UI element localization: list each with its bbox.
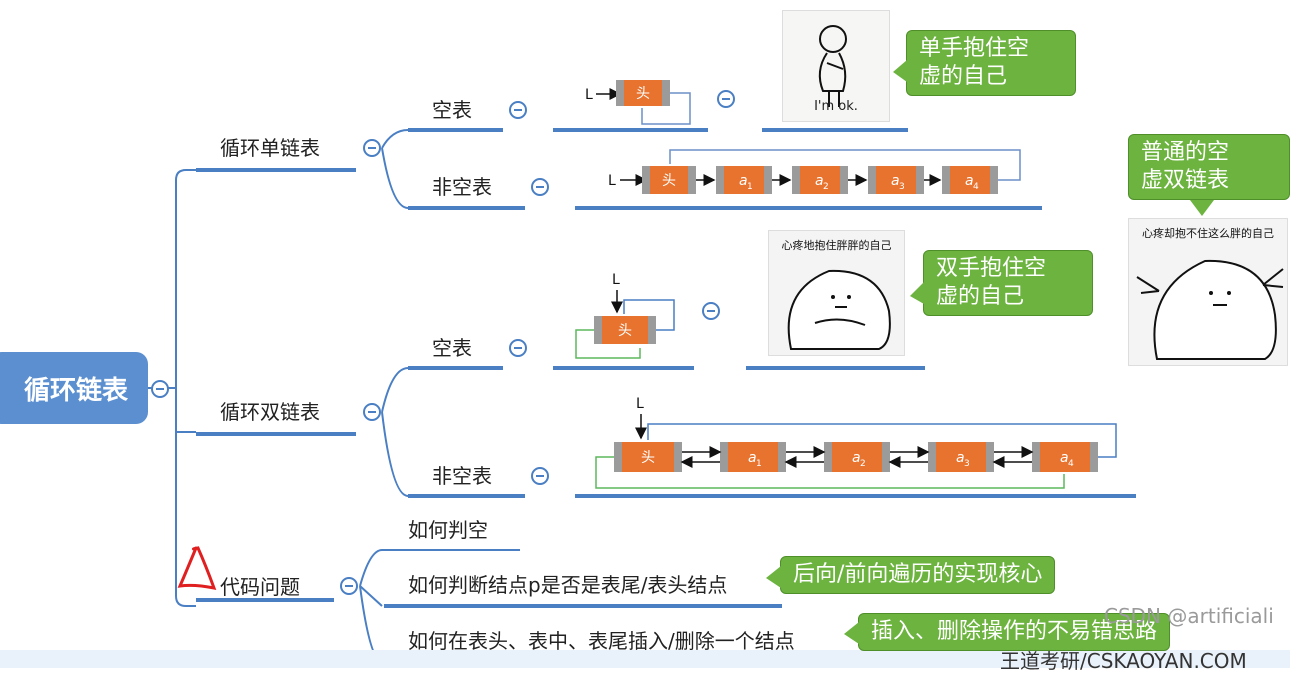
single-nonempty-node-1-subscript: 1 (747, 182, 753, 192)
double-empty-label[interactable]: 空表 (432, 336, 472, 360)
double-nonempty-node-4-subscript: 4 (1068, 459, 1074, 469)
bottom-band (0, 650, 1290, 668)
single-nonempty-node-3-subscript: 3 (899, 182, 905, 192)
single-nonempty-pointer-label: L (608, 173, 616, 189)
double-nonempty-node-3 (928, 442, 994, 472)
meme-ok-caption: I'm ok. (814, 99, 858, 114)
double-empty-prior-link (575, 329, 641, 359)
blob-cant-hug-icon (1136, 259, 1284, 360)
single-empty-head-node (616, 80, 670, 106)
root-label: 循环链表 (23, 375, 128, 406)
double-nonempty-node-4-label: a (1060, 450, 1069, 466)
code-to-item1 (359, 549, 520, 587)
double-nonempty-node-2-subscript: 2 (860, 459, 866, 469)
callout-double-empty: 双手抱住空 虚的自己 (923, 250, 1093, 316)
code-item-insert-delete[interactable]: 如何在表头、表中、表尾插入/删除一个结点 (408, 629, 795, 653)
callout-double-nonempty: 普通的空 虚双链表 (1128, 134, 1290, 200)
root-collapse-toggle[interactable] (151, 380, 169, 398)
red-pen-triangle-mark (177, 546, 217, 590)
double-to-nonempty (381, 411, 409, 497)
single-empty-toggle[interactable] (509, 101, 527, 119)
double-to-empty (381, 367, 409, 413)
watermark-site: 王道考研/CSKAOYAN.COM (1000, 649, 1247, 673)
branch-single-collapse-toggle[interactable] (363, 139, 381, 157)
double-nonempty-node-2 (824, 442, 890, 472)
single-nonempty-head-node (642, 166, 696, 194)
single-nonempty-circular-link (669, 149, 1021, 181)
single-nonempty-node-4-label: a (965, 173, 974, 189)
single-nonempty-node-2 (792, 166, 848, 194)
single-to-empty (381, 129, 409, 149)
meme-hug-caption: 心疼地抱住胖胖的自己 (781, 239, 892, 252)
blob-hug-icon (787, 269, 891, 350)
single-nonempty-node-2-subscript: 2 (823, 182, 829, 192)
double-empty-next-link (623, 299, 675, 331)
branch-single-circular-label[interactable]: 循环单链表 (220, 136, 320, 160)
code-item-tail-head-check[interactable]: 如何判断结点p是否是表尾/表头结点 (408, 573, 728, 597)
single-nonempty-node-4-subscript: 4 (973, 182, 979, 192)
double-nonempty-node-1 (720, 442, 786, 472)
single-nonempty-node-1 (716, 166, 772, 194)
single-nonempty-node-3 (868, 166, 924, 194)
double-nonempty-node-3-subscript: 3 (964, 459, 970, 469)
meme-im-ok-image: I'm ok. (782, 10, 890, 122)
double-empty-pointer-label: L (612, 272, 620, 288)
double-nonempty-node-4 (1032, 442, 1098, 472)
callout-single-empty: 单手抱住空 虚的自己 (906, 30, 1076, 96)
single-nonempty-node-3-label: a (891, 173, 900, 189)
single-empty-head-node-label: 头 (636, 86, 650, 102)
branch-double-circular-label[interactable]: 循环双链表 (220, 400, 320, 424)
single-nonempty-node-2-label: a (815, 173, 824, 189)
root-topic[interactable]: 循环链表 (0, 352, 148, 424)
single-nonempty-head-node-label: 头 (662, 173, 676, 189)
double-nonempty-toggle[interactable] (531, 467, 549, 485)
branch-code-label[interactable]: 代码问题 (220, 575, 300, 599)
code-item-empty-check[interactable]: 如何判空 (408, 518, 488, 542)
double-nonempty-node-1-subscript: 1 (756, 459, 762, 469)
double-nonempty-pointer-label: L (636, 396, 644, 412)
watermark-csdn: CSDN @artificiali (1104, 604, 1274, 628)
double-nonempty-label[interactable]: 非空表 (432, 464, 492, 488)
double-nonempty-circular-prior (595, 456, 1065, 489)
code-to-item2 (359, 585, 383, 607)
single-nonempty-label[interactable]: 非空表 (432, 175, 492, 199)
branch-double-collapse-toggle[interactable] (363, 403, 381, 421)
double-nonempty-node-3-label: a (956, 450, 965, 466)
single-empty-diagram-toggle[interactable] (717, 90, 735, 108)
callout-insert-delete: 插入、删除操作的不易错思路 (858, 613, 1171, 651)
double-empty-toggle[interactable] (509, 339, 527, 357)
trunk-line (175, 169, 196, 607)
meme-hug-image: 心疼地抱住胖胖的自己 (768, 230, 905, 356)
single-empty-pointer-label: L (585, 87, 593, 103)
single-nonempty-node-4 (942, 166, 998, 194)
meme-cant-hug-caption: 心疼却抱不住这么胖的自己 (1142, 227, 1274, 240)
double-empty-diagram-toggle[interactable] (702, 302, 720, 320)
double-nonempty-head-node-label: 头 (641, 450, 655, 466)
single-nonempty-node-1-label: a (739, 173, 748, 189)
branch-code-collapse-toggle[interactable] (340, 577, 358, 595)
double-nonempty-head-node (614, 442, 682, 472)
meme-cant-hug-image: 心疼却抱不住这么胖的自己 (1128, 218, 1288, 366)
double-nonempty-circular-next (647, 423, 1117, 458)
double-nonempty-node-1-label: a (748, 450, 757, 466)
stick-figure-icon (818, 25, 847, 107)
single-nonempty-toggle[interactable] (531, 178, 549, 196)
double-nonempty-node-2-label: a (852, 450, 861, 466)
callout-tail-check: 后向/前向遍历的实现核心 (780, 556, 1056, 594)
single-to-nonempty (381, 147, 409, 209)
single-empty-label[interactable]: 空表 (432, 98, 472, 122)
single-empty-self-link (641, 92, 691, 125)
double-empty-head-node (594, 316, 656, 344)
double-empty-head-node-label: 头 (618, 323, 632, 339)
